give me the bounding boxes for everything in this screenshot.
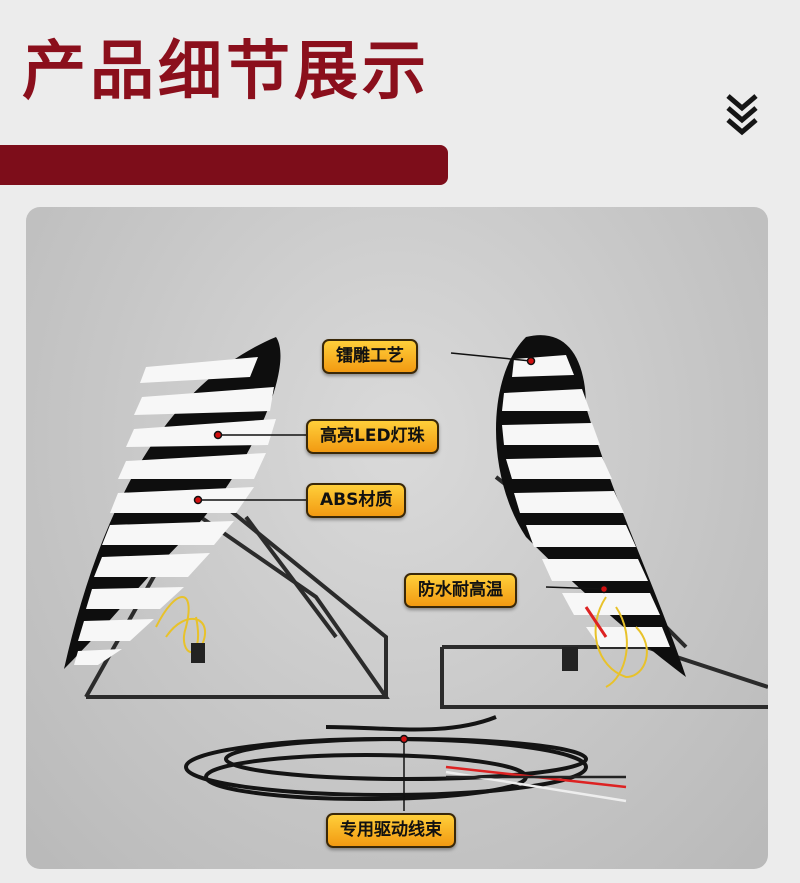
chevron-double-down-icon[interactable] (724, 92, 760, 140)
wiring-harness (184, 715, 588, 801)
left-lamp (64, 337, 281, 669)
callout-engraving: 镭雕工艺 (322, 339, 418, 374)
callout-waterproof: 防水耐高温 (404, 573, 517, 608)
product-photo: 镭雕工艺 高亮LED灯珠 ABS材质 防水耐高温 专用驱动线束 (26, 207, 768, 869)
right-lamp (496, 335, 686, 688)
page-title: 产品细节展示 (22, 35, 430, 109)
callout-leaders (193, 352, 609, 811)
harness-leads (445, 765, 627, 803)
callout-abs: ABS材质 (306, 483, 407, 518)
title-underline-bar (0, 145, 448, 185)
product-illustration (64, 335, 768, 811)
callout-led: 高亮LED灯珠 (306, 419, 439, 454)
callout-harness: 专用驱动线束 (326, 813, 456, 848)
